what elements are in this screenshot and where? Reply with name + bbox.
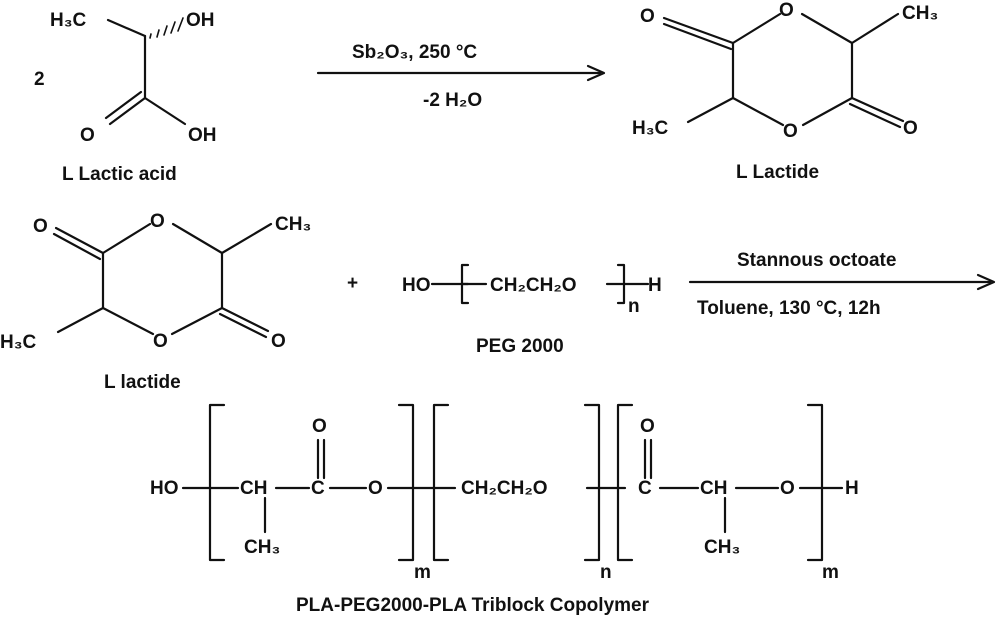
atom-ch3-4: CH₃: [704, 537, 740, 558]
atom-o-ester-1: O: [368, 478, 383, 499]
atom-h-peg: H: [648, 275, 662, 296]
reaction-arrow-2: [688, 273, 996, 291]
atom-o-carbonyl: O: [80, 125, 95, 146]
atom-c-2: C: [638, 478, 652, 499]
peg-repeat-unit: CH₂CH₂O: [490, 275, 577, 296]
product-subscript-m-left: m: [414, 562, 431, 583]
atom-ch-1: CH: [240, 478, 267, 499]
atom-ch3-3: CH₃: [244, 537, 280, 558]
reaction-arrow-1: [316, 64, 606, 82]
atom-h3c-2: H₃C: [0, 332, 37, 353]
reaction2-conditions-top: Stannous octoate: [737, 250, 896, 271]
l-lactide-label: L lactide: [104, 372, 181, 393]
lactide-structure-1: O O CH₃ O H₃C O: [632, 0, 938, 142]
atom-o-carbonyl-2: O: [903, 118, 918, 139]
reaction1-conditions-top: Sb₂O₃, 250 °C: [352, 42, 477, 63]
product-peg-unit: CH₂CH₂O: [461, 478, 548, 499]
atom-ch3-2: CH₃: [275, 214, 311, 235]
stoichiometric-coefficient: 2: [34, 69, 45, 90]
hashed-wedge-bond: [149, 17, 184, 39]
peg-structure: HO CH₂CH₂O H n: [402, 263, 662, 317]
triblock-copolymer-structure: HO CH CH₃ C O O m CH₂CH₂O n C O CH CH₃ O: [150, 403, 859, 583]
atom-o-carbonyl-5: O: [312, 416, 327, 437]
product-subscript-m-right: m: [822, 562, 839, 583]
atom-o-carbonyl-1: O: [640, 6, 655, 27]
atom-o-ring-3: O: [150, 211, 165, 232]
atom-ch3-1: CH₃: [902, 3, 938, 24]
atom-o-carbonyl-3: O: [33, 216, 48, 237]
atom-h3c: H₃C: [50, 10, 87, 31]
peg-subscript-n: n: [628, 296, 640, 317]
plus-sign: +: [347, 273, 358, 294]
atom-o-ring-4: O: [153, 331, 168, 352]
lactide-structure-2: O O CH₃ O H₃C O: [0, 211, 311, 353]
atom-o-ring-2: O: [783, 121, 798, 142]
atom-o-carbonyl-6: O: [640, 416, 655, 437]
lactic-acid-structure: H₃C OH O OH: [50, 10, 217, 146]
atom-ch-2: CH: [700, 478, 727, 499]
atom-ho-peg: HO: [402, 275, 431, 296]
reaction1-conditions-bottom: -2 H₂O: [423, 90, 482, 111]
peg-label: PEG 2000: [476, 336, 564, 357]
copolymer-label: PLA-PEG2000-PLA Triblock Copolymer: [296, 595, 650, 616]
atom-oh-acid: OH: [188, 125, 217, 146]
lactic-acid-label: L Lactic acid: [62, 164, 177, 185]
atom-c-1: C: [311, 478, 325, 499]
atom-o-ester-2: O: [780, 478, 795, 499]
atom-o-ring-1: O: [779, 0, 794, 21]
atom-ho-product: HO: [150, 478, 179, 499]
atom-o-carbonyl-4: O: [271, 331, 286, 352]
atom-h3c-1: H₃C: [632, 118, 669, 139]
lactide-label: L Lactide: [736, 162, 819, 183]
product-subscript-n: n: [600, 562, 612, 583]
atom-oh: OH: [186, 10, 215, 31]
atom-h-product: H: [845, 478, 859, 499]
reaction2-conditions-bottom: Toluene, 130 °C, 12h: [697, 298, 881, 319]
